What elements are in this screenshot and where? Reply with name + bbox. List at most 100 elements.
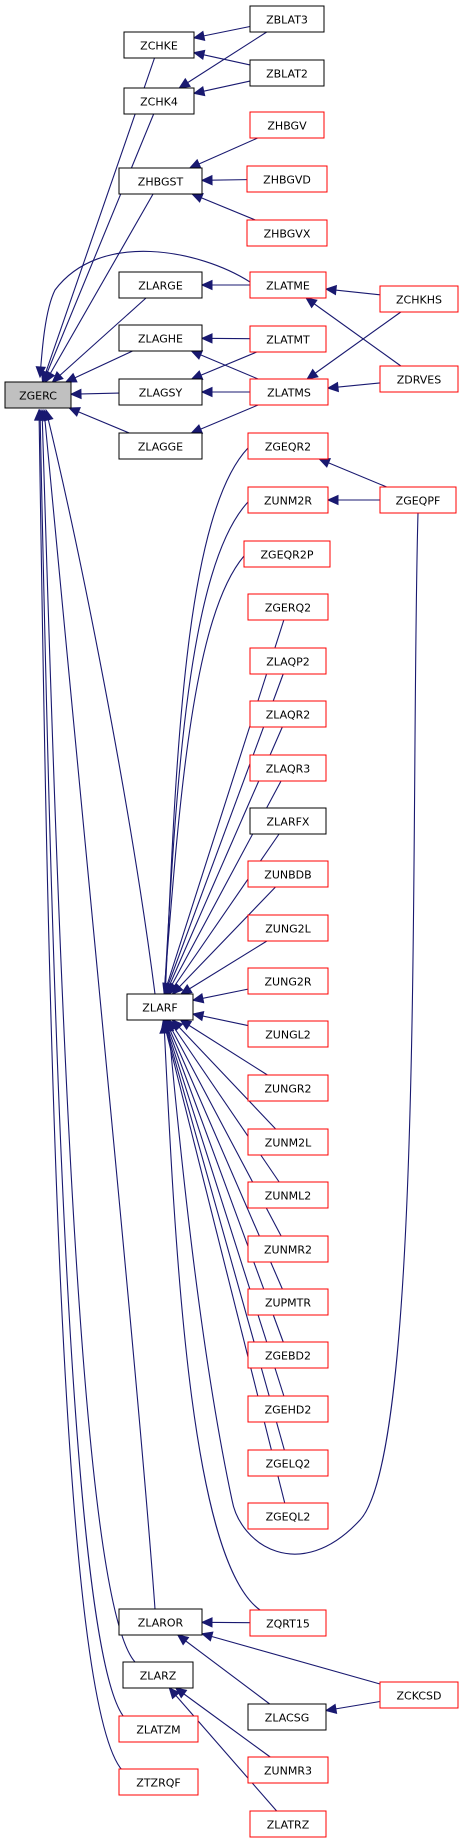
node-zung2r[interactable]: ZUNG2R [247, 967, 329, 995]
arrowhead-icon [305, 297, 318, 309]
node-zchkhs[interactable]: ZCHKHS [379, 285, 459, 313]
edge-zhbgst-to-zgerc [44, 193, 154, 384]
node-zunm2l[interactable]: ZUNM2L [247, 1128, 329, 1156]
node-zlatms[interactable]: ZLATMS [249, 378, 329, 406]
node-box [122, 1661, 194, 1689]
node-label: ZLATMS [267, 387, 311, 400]
node-zunmr2[interactable]: ZUNMR2 [247, 1235, 329, 1263]
node-box [126, 993, 194, 1021]
node-zhbgst[interactable]: ZHBGST [118, 167, 203, 195]
node-label: ZUNGL2 [265, 1029, 310, 1042]
edge-line [69, 407, 130, 434]
node-label: ZDRVES [397, 374, 442, 387]
node-label: ZHBGVX [264, 228, 311, 241]
arrowhead-icon [190, 370, 204, 380]
node-zgeqr2[interactable]: ZGEQR2 [247, 432, 329, 460]
node-label: ZUNG2L [265, 923, 311, 936]
node-zung2l[interactable]: ZUNG2L [247, 914, 329, 942]
node-box [246, 219, 328, 247]
arrowhead-icon [326, 381, 339, 393]
node-zlatrz[interactable]: ZLATRZ [249, 1810, 327, 1838]
node-box [247, 1449, 329, 1477]
node-zlatzm[interactable]: ZLATZM [118, 1715, 199, 1743]
node-zblat2[interactable]: ZBLAT2 [249, 59, 325, 87]
node-label: ZLARF [142, 1002, 177, 1015]
node-zlaghe[interactable]: ZLAGHE [118, 324, 203, 352]
node-zgerq2[interactable]: ZGERQ2 [247, 593, 329, 621]
node-zlagge[interactable]: ZLAGGE [118, 432, 203, 460]
node-zlaqp2[interactable]: ZLAQP2 [249, 647, 327, 675]
arrowhead-icon [35, 366, 47, 379]
node-zqrt15[interactable]: ZQRT15 [249, 1609, 327, 1637]
node-zlarz[interactable]: ZLARZ [122, 1661, 194, 1689]
node-zhbgv[interactable]: ZHBGV [249, 111, 325, 139]
edge-zlarz-to-zgerc [37, 408, 136, 1663]
edge-line [175, 1687, 271, 1758]
edge-line [319, 458, 387, 488]
node-label: ZGEHD2 [265, 1404, 312, 1417]
node-label: ZLAQR3 [266, 763, 311, 776]
node-zgelq2[interactable]: ZGELQ2 [247, 1449, 329, 1477]
node-zlaqr2[interactable]: ZLAQR2 [249, 700, 327, 728]
node-box [249, 325, 327, 353]
node-zgeqr2p[interactable]: ZGEQR2P [243, 540, 331, 568]
edge-zlatms-to-zlagge [190, 404, 259, 434]
node-zckcsd[interactable]: ZCKCSD [379, 1681, 459, 1709]
edge-zlatmt-to-zlagsy [190, 351, 257, 380]
edge-line [42, 113, 155, 383]
node-zlagsy[interactable]: ZLAGSY [118, 378, 203, 406]
edge-line [191, 351, 257, 380]
edge-line [163, 1019, 285, 1397]
node-zunm2r[interactable]: ZUNM2R [247, 486, 329, 514]
arrowhead-icon [176, 1634, 190, 1646]
node-zlatmt[interactable]: ZLATMT [249, 325, 327, 353]
node-zlatme[interactable]: ZLATME [249, 271, 327, 299]
node-zlaror[interactable]: ZLAROR [118, 1608, 203, 1636]
node-zunml2[interactable]: ZUNML2 [247, 1181, 329, 1209]
node-zdrves[interactable]: ZDRVES [379, 365, 459, 393]
arrowhead-icon [68, 407, 81, 417]
edge-zqrt15-to-zlarf [159, 1021, 261, 1611]
edge-line [191, 404, 259, 434]
node-zgebd2[interactable]: ZGEBD2 [247, 1341, 329, 1369]
node-zungl2[interactable]: ZUNGL2 [247, 1020, 329, 1048]
edge-zlarf-to-zgerc [43, 408, 156, 995]
node-zunbdb[interactable]: ZUNBDB [247, 860, 329, 888]
node-box [249, 647, 327, 675]
edge-zblat2-to-zchk4 [192, 80, 251, 97]
edge-line [167, 512, 419, 1555]
edge-layer [33, 25, 419, 1812]
node-zlacsg[interactable]: ZLACSG [247, 1703, 327, 1731]
node-box [118, 432, 203, 460]
arrowhead-icon [178, 77, 191, 89]
node-ztzrqf[interactable]: ZTZRQF [118, 1768, 199, 1796]
node-zupmtr[interactable]: ZUPMTR [247, 1288, 329, 1316]
node-box [249, 111, 325, 139]
arrowhead-icon [191, 1010, 205, 1022]
node-zunmr3[interactable]: ZUNMR3 [247, 1756, 329, 1784]
arrowhead-icon [64, 372, 78, 383]
node-zgeql2[interactable]: ZGEQL2 [247, 1502, 329, 1530]
edge-zgeqr2-to-zlarf [159, 447, 249, 1021]
node-zblat3[interactable]: ZBLAT3 [249, 5, 325, 33]
node-zgehd2[interactable]: ZGEHD2 [247, 1395, 329, 1423]
edge-zung2l-to-zlarf [180, 940, 268, 995]
node-box [249, 1810, 327, 1838]
node-zlaqr3[interactable]: ZLAQR3 [249, 754, 327, 782]
node-zungr2[interactable]: ZUNGR2 [247, 1074, 329, 1102]
node-label: ZLAGSY [139, 387, 183, 400]
node-zhbgvd[interactable]: ZHBGVD [246, 165, 328, 193]
node-zlarfx[interactable]: ZLARFX [249, 807, 327, 835]
node-label: ZCHKE [140, 40, 178, 53]
arrowhead-icon [326, 494, 339, 506]
node-zlarf[interactable]: ZLARF [126, 993, 194, 1021]
arrowhead-icon [44, 370, 56, 384]
edge-line [305, 297, 402, 367]
node-box [249, 754, 327, 782]
node-zgeqpf[interactable]: ZGEQPF [379, 486, 457, 514]
node-zchk4[interactable]: ZCHK4 [123, 87, 195, 115]
edge-zlatme-to-zlarge [200, 279, 250, 291]
node-zlarge[interactable]: ZLARGE [118, 271, 203, 299]
node-zhbgvx[interactable]: ZHBGVX [246, 219, 328, 247]
node-zchke[interactable]: ZCHKE [123, 31, 195, 59]
